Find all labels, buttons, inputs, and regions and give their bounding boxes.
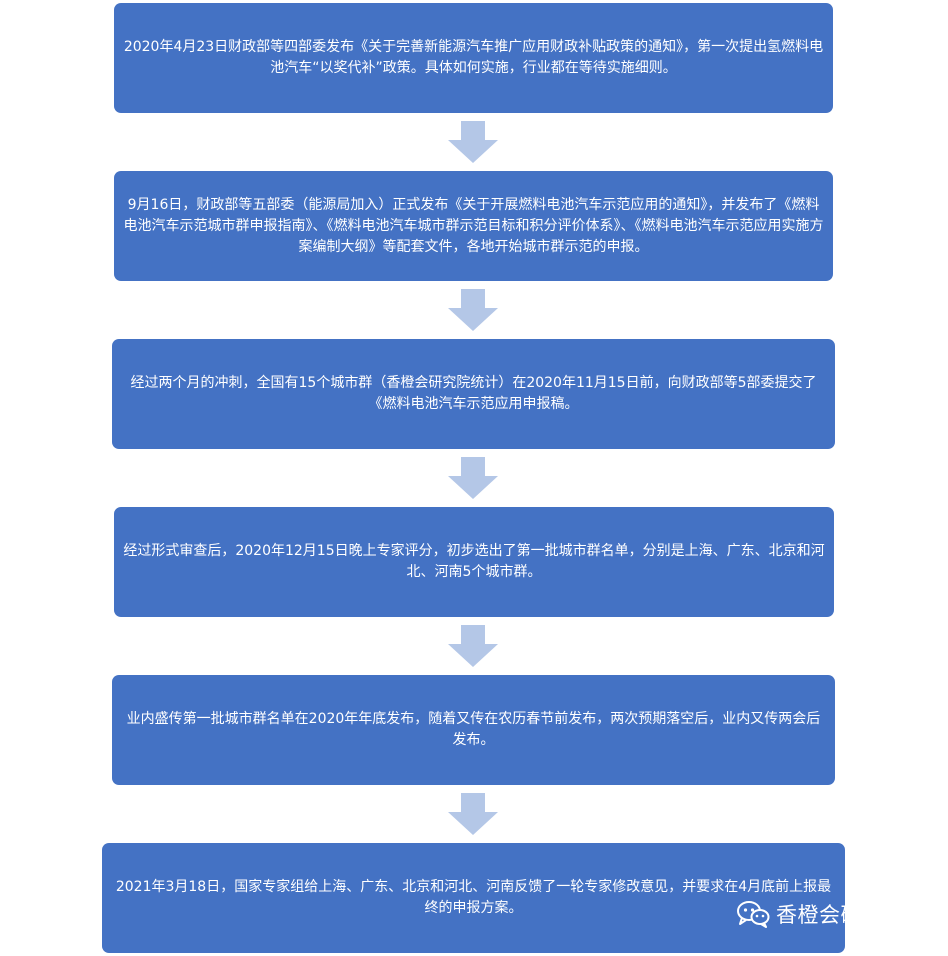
watermark: 香橙会研究院 [736,896,905,932]
step-text-3: 经过两个月的冲刺，全国有15个城市群（香橙会研究院统计）在2020年11月15日… [130,375,817,412]
step-box-1: 2020年4月23日财政部等四部委发布《关于完善新能源汽车推广应用财政补贴政策的… [114,3,833,113]
step-text-6: 2021年3月18日，国家专家组给上海、广东、北京和河北、河南反馈了一轮专家修改… [115,879,832,916]
step-box-6: 2021年3月18日，国家专家组给上海、广东、北京和河北、河南反馈了一轮专家修改… [102,843,845,953]
step-text-4: 经过形式审查后，2020年12月15日晚上专家评分，初步选出了第一批城市群名单，… [123,543,825,580]
step-text-1: 2020年4月23日财政部等四部委发布《关于完善新能源汽车推广应用财政补贴政策的… [123,39,824,76]
step-text-5: 业内盛传第一批城市群名单在2020年年底发布，随着又传在农历春节前发布，两次预期… [126,711,821,748]
step-box-2: 9月16日，财政部等五部委（能源局加入）正式发布《关于开展燃料电池汽车示范应用的… [114,171,833,281]
step-box-5: 业内盛传第一批城市群名单在2020年年底发布，随着又传在农历春节前发布，两次预期… [112,675,835,785]
down-arrow-icon [448,793,498,835]
step-box-4: 经过形式审查后，2020年12月15日晚上专家评分，初步选出了第一批城市群名单，… [114,507,834,617]
down-arrow-icon [448,457,498,499]
step-box-3: 经过两个月的冲刺，全国有15个城市群（香橙会研究院统计）在2020年11月15日… [112,339,835,449]
down-arrow-icon [448,289,498,331]
wechat-icon [737,901,770,928]
down-arrow-icon [448,625,498,667]
watermark-text: 香橙会研究院 [776,903,905,927]
step-text-2: 9月16日，财政部等五部委（能源局加入）正式发布《关于开展燃料电池汽车示范应用的… [123,196,824,255]
down-arrow-icon [448,121,498,163]
